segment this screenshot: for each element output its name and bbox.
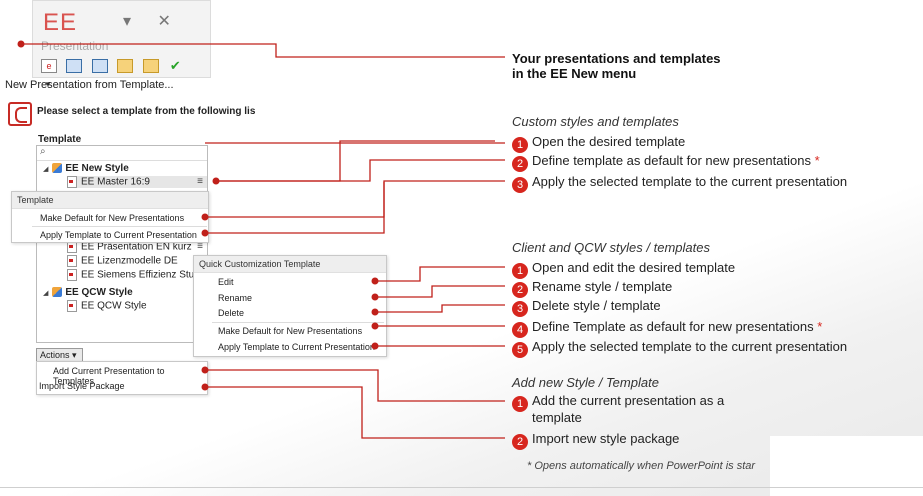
tree-node-template[interactable]: EE Lizenzmodelle DE bbox=[67, 255, 178, 267]
search-icon: ⌕ bbox=[40, 146, 46, 157]
make-default-menu-item[interactable]: Make Default for New Presentations bbox=[218, 326, 363, 336]
rename-menu-item[interactable]: Rename bbox=[218, 293, 253, 303]
expand-icon[interactable]: ◢ bbox=[43, 166, 49, 173]
style-icon bbox=[52, 163, 63, 174]
style-icon bbox=[52, 287, 63, 298]
ribbon-toolbar: e ✔ ▾ bbox=[41, 57, 210, 93]
chevron-down-icon[interactable]: ▾ bbox=[123, 13, 132, 30]
qct-context-menu: Quick Customization Template Edit Rename… bbox=[193, 255, 387, 357]
actions-menu: Add Current Presentation to Templates Im… bbox=[36, 361, 208, 395]
bottom-divider bbox=[0, 487, 923, 488]
section-title: Add new Style / Template bbox=[512, 375, 659, 390]
close-icon[interactable]: ✕ bbox=[157, 13, 171, 30]
template-icon bbox=[67, 269, 77, 281]
section-title: Custom styles and templates bbox=[512, 114, 679, 129]
menu-divider bbox=[32, 226, 207, 227]
callout-heading-line2: in the EE New menu bbox=[512, 66, 637, 81]
tree-node-template[interactable]: EE QCW Style bbox=[67, 300, 147, 312]
ribbon-panel: EE ▾ ✕ Presentation e ✔ ▾ bbox=[32, 0, 211, 89]
tree-node-style[interactable]: ◢EE New Style bbox=[43, 163, 129, 174]
dropdown-icon[interactable]: ▾ bbox=[45, 78, 51, 89]
template-label: Template bbox=[38, 134, 82, 145]
slide-overlay bbox=[770, 436, 923, 496]
expand-icon[interactable]: ◢ bbox=[43, 290, 49, 297]
mail-template-icon[interactable] bbox=[142, 58, 159, 73]
tree-node-style[interactable]: ◢EE QCW Style bbox=[43, 287, 133, 298]
dialog-message: Please select a template from the follow… bbox=[37, 106, 256, 117]
ee-logo-icon bbox=[8, 102, 32, 126]
edit-menu-item[interactable]: Edit bbox=[218, 277, 234, 287]
apply-template-menu-item[interactable]: Apply Template to Current Presentation bbox=[40, 230, 197, 240]
template-icon bbox=[67, 176, 77, 188]
make-default-menu-item[interactable]: Make Default for New Presentations bbox=[40, 213, 185, 223]
footnote: * Opens automatically when PowerPoint is… bbox=[527, 460, 756, 472]
add-presentation-menu-item[interactable]: Add Current Presentation to Templates bbox=[53, 366, 165, 386]
menu-divider bbox=[212, 322, 384, 323]
save-icon[interactable] bbox=[91, 58, 108, 73]
menu-header: Template bbox=[12, 192, 208, 209]
callout-item-continued: template bbox=[532, 410, 582, 425]
ribbon-window-controls: ▾ ✕ bbox=[123, 11, 193, 31]
template-icon bbox=[67, 255, 77, 267]
dialog-title: New Presentation from Template... bbox=[5, 79, 174, 91]
search-input[interactable]: ⌕ bbox=[37, 146, 207, 161]
new-presentation-icon[interactable]: e bbox=[41, 58, 57, 73]
template-context-menu: Template Make Default for New Presentati… bbox=[11, 191, 209, 243]
menu-icon[interactable]: ≡ bbox=[197, 241, 203, 252]
template-tree[interactable]: ⌕ ◢EE New Style EE Master 16:9 ≡ EE Präs… bbox=[36, 145, 219, 343]
delete-menu-item[interactable]: Delete bbox=[218, 308, 245, 318]
template-icon bbox=[67, 300, 77, 312]
ribbon-group-label: Presentation bbox=[41, 39, 109, 53]
ribbon-title: EE bbox=[43, 9, 78, 36]
save-as-icon[interactable] bbox=[66, 58, 83, 73]
section-title: Client and QCW styles / templates bbox=[512, 240, 710, 255]
menu-header: Quick Customization Template bbox=[194, 256, 386, 273]
import-style-menu-item[interactable]: Import Style Package bbox=[39, 381, 125, 391]
tree-node-template[interactable]: EE Master 16:9 ≡ bbox=[67, 176, 207, 188]
mail-icon[interactable] bbox=[117, 58, 134, 73]
menu-icon[interactable]: ≡ bbox=[197, 176, 203, 187]
check-icon[interactable]: ✔ bbox=[169, 57, 181, 73]
callout-heading-line1: Your presentations and templates bbox=[512, 51, 721, 66]
apply-template-menu-item[interactable]: Apply Template to Current Presentation bbox=[218, 342, 375, 352]
tree-node-template[interactable]: EE Siemens Effizienz Studie ... bbox=[67, 269, 219, 281]
